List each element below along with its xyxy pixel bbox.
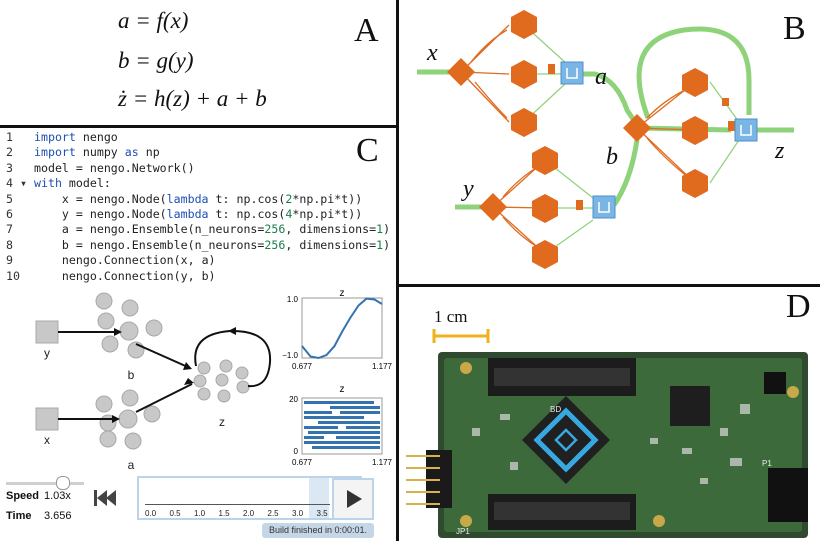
label-a: a [595, 64, 607, 90]
panel-label-c: C [356, 132, 379, 169]
line-number: 1 [6, 130, 13, 144]
raster-plot[interactable]: z 20 0 0.677 1.177 [289, 384, 392, 467]
code-line[interactable]: model = nengo.Network() [34, 160, 195, 175]
code-line[interactable]: a = nengo.Ensemble(n_neurons=256, dimens… [61, 222, 391, 237]
time-label: Time [6, 510, 32, 522]
board-label-jp1: JP1 [456, 527, 470, 536]
line-number: 5 [6, 191, 13, 206]
build-status: Build finished in 0:00:01. [262, 523, 374, 538]
value-plot-xleft: 0.677 [292, 362, 313, 371]
label-b: b [606, 144, 618, 170]
board-label-bd: BD [550, 405, 561, 414]
gui-label-a: a [128, 458, 135, 472]
line-number: 7 [6, 222, 13, 237]
line-number: 3 [6, 160, 13, 175]
code-line[interactable]: nengo.Connection(y, b) [61, 268, 216, 283]
panel-b: x a b y z B [399, 0, 820, 284]
panel-label-a: A [354, 12, 379, 49]
play-button[interactable] [332, 478, 374, 520]
equation-2: b = g(y) [118, 48, 194, 73]
speed-slider[interactable] [6, 482, 84, 485]
speed-slider-thumb[interactable] [56, 476, 70, 490]
board-label-p1: P1 [762, 459, 772, 468]
line-number: 9 [6, 253, 13, 268]
value-plot[interactable]: z 1.0 −1.0 0.677 1.177 [282, 288, 392, 371]
value-series-line [301, 297, 383, 360]
panel-d: 1 cm BD P1 JP1 D [400, 288, 820, 541]
gui-label-x: x [44, 433, 50, 447]
vertical-divider [396, 0, 399, 541]
value-plot-ybottom: −1.0 [282, 351, 298, 360]
label-y: y [461, 176, 474, 202]
timeline-axis [145, 504, 330, 505]
play-icon [347, 490, 362, 508]
code-line[interactable]: import nengo [34, 130, 118, 144]
timeline-tick: 0.0 [145, 509, 157, 518]
scale-label: 1 cm [434, 307, 468, 326]
code-line[interactable]: y = nengo.Node(lambda t: np.cos(4*np.pi*… [61, 207, 363, 221]
label-z: z [774, 138, 785, 164]
code-line[interactable]: import numpy as np [34, 145, 160, 160]
network-diagram: x a b y z [417, 10, 794, 269]
timeline-tick: 2.5 [267, 509, 279, 518]
raster-plot-ytop: 20 [289, 395, 298, 404]
gui-label-b: b [128, 368, 135, 382]
rewind-icon [94, 490, 116, 506]
value-plot-title: z [340, 288, 345, 299]
time-value: 3.656 [44, 510, 72, 522]
gui-label-z: z [219, 415, 225, 429]
rewind-button[interactable] [94, 489, 118, 507]
equation-3: ż = h(z) + a + b [118, 86, 267, 111]
divider-a-c [0, 125, 397, 128]
code-editor[interactable]: 1 import nengo 2 import numpy as np 3 model =… [0, 128, 396, 286]
line-number: 8 [6, 237, 13, 252]
panel-label-d: D [786, 288, 811, 325]
timeline-tick: 3.5 [316, 509, 328, 518]
code-line[interactable]: nengo.Connection(x, a) [61, 253, 216, 268]
panel-a: a = f(x) b = g(y) ż = h(z) + a + b A [0, 0, 396, 127]
code-line[interactable]: x = nengo.Node(lambda t: np.cos(2*np.pi*… [61, 191, 363, 206]
label-x: x [426, 40, 438, 66]
line-number: 10 [6, 268, 20, 283]
gui-label-y: y [44, 346, 50, 360]
equation-1: a = f(x) [118, 8, 189, 33]
panel-label-b: B [783, 10, 806, 47]
code-line[interactable]: with model: [34, 176, 111, 191]
line-number: 4 ▾ [6, 176, 27, 191]
raster-plot-xleft: 0.677 [292, 458, 313, 467]
value-plot-xright: 1.177 [372, 362, 393, 371]
timeline-tick: 1.5 [218, 509, 230, 518]
divider-b-d [397, 284, 820, 287]
value-plot-ytop: 1.0 [287, 295, 299, 304]
timeline-tick: 2.0 [243, 509, 255, 518]
speed-label: Speed [6, 490, 40, 502]
code-line[interactable]: b = nengo.Ensemble(n_neurons=256, dimens… [61, 237, 391, 252]
board-photo: 1 cm BD P1 JP1 [406, 307, 808, 538]
timeline-tick: 0.5 [169, 509, 181, 518]
timeline[interactable]: 0.0 0.5 1.0 1.5 2.0 2.5 3.0 3.5 [137, 476, 362, 520]
line-number: 2 [6, 145, 13, 160]
raster-plot-ybottom: 0 [294, 447, 299, 456]
gui-canvas: y x b a z z 1.0 −1.0 0.677 1.177 z 20 0 … [35, 288, 393, 472]
speed-value: 1.03x [44, 490, 71, 502]
raster-plot-xright: 1.177 [372, 458, 393, 467]
raster-plot-title: z [340, 384, 345, 395]
timeline-tick: 3.0 [292, 509, 304, 518]
timeline-progress [309, 478, 329, 518]
line-number: 6 [6, 207, 13, 221]
timeline-tick: 1.0 [194, 509, 206, 518]
